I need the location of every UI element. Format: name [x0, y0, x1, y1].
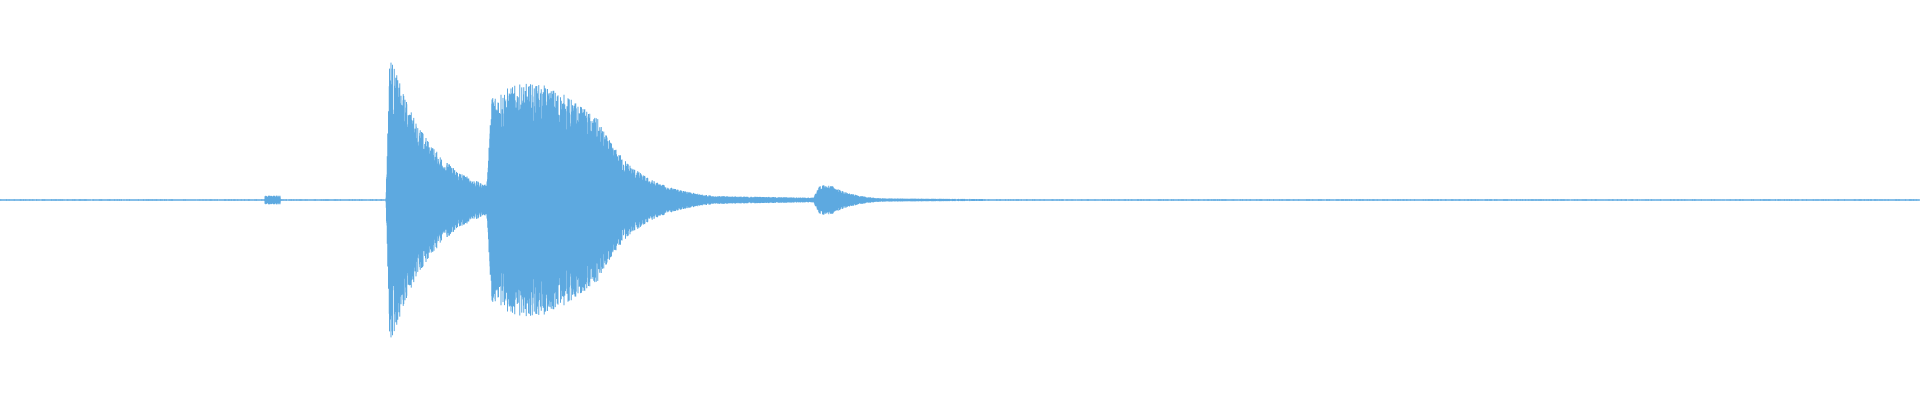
waveform-path: [0, 62, 1920, 338]
